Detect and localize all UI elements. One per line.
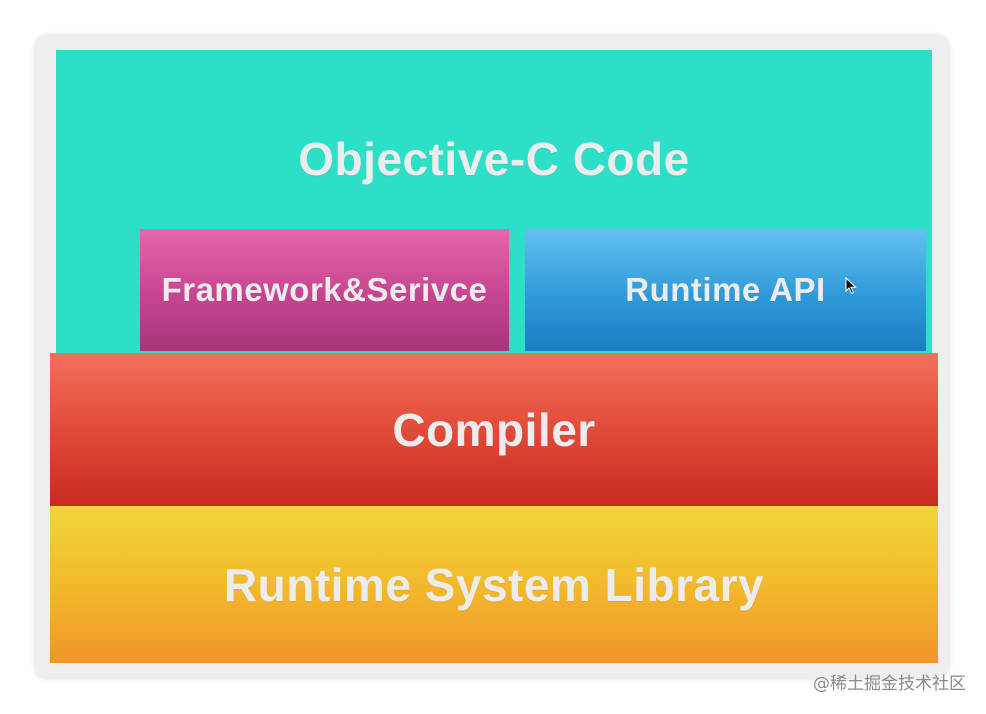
mouse-pointer-icon [845,277,857,295]
compiler-layer: Compiler [50,353,938,506]
runtime-api-box: Runtime API [525,229,926,351]
runtime-system-library-layer: Runtime System Library [50,506,938,663]
runtime-api-label: Runtime API [625,271,826,308]
framework-service-label: Framework&Serivce [161,271,488,308]
framework-service-box: Framework&Serivce [140,229,509,351]
watermark-text: @稀土掘金技术社区 [813,674,966,694]
objective-c-code-label: Objective-C Code [298,133,690,185]
runtime-system-library-label: Runtime System Library [223,558,765,611]
compiler-label: Compiler [392,403,596,456]
